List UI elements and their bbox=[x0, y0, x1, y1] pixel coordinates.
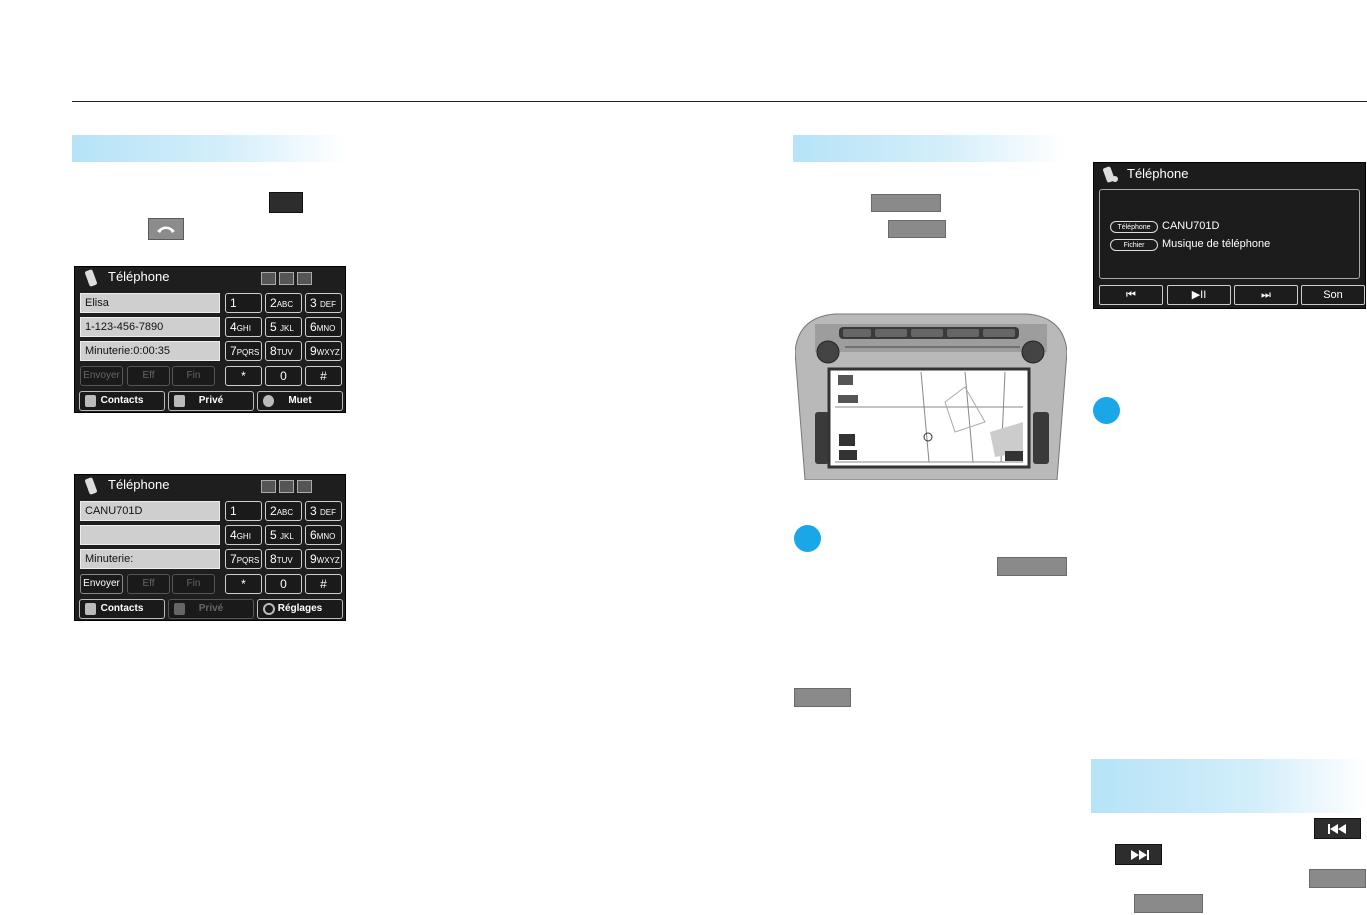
handset-icon bbox=[174, 603, 185, 615]
key-7[interactable]: 7PQRS bbox=[225, 549, 262, 569]
key-star[interactable]: * bbox=[225, 574, 262, 594]
timer-field: Minuterie: bbox=[80, 549, 220, 569]
contact-name-field: Elisa bbox=[80, 293, 220, 313]
screen-title: Téléphone bbox=[108, 269, 170, 284]
previous-track-button[interactable]: ⏮ bbox=[1099, 285, 1163, 305]
battery-icon bbox=[261, 272, 276, 285]
previous-track-icon bbox=[1327, 823, 1346, 834]
key-6[interactable]: 6MNO bbox=[305, 525, 342, 545]
key-star[interactable]: * bbox=[225, 366, 262, 386]
play-pause-button[interactable]: ▶II bbox=[1167, 285, 1231, 305]
media-info-panel: Téléphone CANU701D Fichier Musique de té… bbox=[1099, 189, 1360, 279]
section-band-left bbox=[72, 135, 347, 162]
hangup-icon bbox=[157, 226, 175, 233]
clear-button[interactable]: Eff bbox=[127, 366, 170, 386]
phone-media-screen: Téléphone Téléphone CANU701D Fichier Mus… bbox=[1093, 162, 1366, 309]
private-button[interactable]: Privé bbox=[168, 391, 254, 411]
send-button[interactable]: Envoyer bbox=[80, 366, 123, 386]
key-9[interactable]: 9WXYZ bbox=[305, 549, 342, 569]
battery-icon bbox=[261, 480, 276, 493]
call-status-icon bbox=[297, 272, 312, 285]
key-hash[interactable]: # bbox=[305, 366, 342, 386]
bluetooth-icon bbox=[297, 480, 312, 493]
hangup-button[interactable] bbox=[148, 218, 184, 240]
key-7[interactable]: 7PQRS bbox=[225, 341, 262, 361]
key-5[interactable]: 5 JKL bbox=[265, 317, 302, 337]
phone-music-icon bbox=[1103, 166, 1118, 183]
timer-value: 0:00:35 bbox=[133, 345, 170, 357]
timer-label: Minuterie: bbox=[85, 345, 134, 357]
key-0[interactable]: 0 bbox=[265, 366, 302, 386]
file-name: Musique de téléphone bbox=[1162, 238, 1271, 250]
phone-icon bbox=[85, 477, 97, 495]
phone-dialer-idle: Téléphone CANU701D Minuterie: 1 2ABC 3 D… bbox=[74, 474, 346, 621]
media-title: Téléphone bbox=[1127, 166, 1189, 181]
key-3[interactable]: 3 DEF bbox=[305, 501, 342, 521]
phone-number-field: 1-123-456-7890 bbox=[80, 317, 220, 337]
gray-key-2[interactable] bbox=[888, 220, 946, 238]
section-band-middle bbox=[793, 135, 1065, 162]
file-pill: Fichier bbox=[1110, 239, 1158, 251]
clear-button[interactable]: Eff bbox=[127, 574, 170, 594]
key-2[interactable]: 2ABC bbox=[265, 501, 302, 521]
screen-title: Téléphone bbox=[108, 477, 170, 492]
end-call-key[interactable] bbox=[269, 192, 303, 213]
phone-icon bbox=[85, 269, 97, 287]
title-bar: Téléphone bbox=[75, 267, 345, 289]
contacts-icon bbox=[85, 603, 96, 615]
gray-key-3[interactable] bbox=[997, 557, 1067, 576]
key-5[interactable]: 5 JKL bbox=[265, 525, 302, 545]
contacts-button[interactable]: Contacts bbox=[79, 391, 165, 411]
key-2[interactable]: 2ABC bbox=[265, 293, 302, 313]
key-1[interactable]: 1 bbox=[225, 293, 262, 313]
phone-number-field bbox=[80, 525, 220, 545]
key-3[interactable]: 3 DEF bbox=[305, 293, 342, 313]
contacts-icon bbox=[85, 395, 96, 407]
section-band-right bbox=[1091, 759, 1367, 813]
key-8[interactable]: 8TUV bbox=[265, 549, 302, 569]
prev-track-key[interactable] bbox=[1314, 818, 1361, 839]
send-button[interactable]: Envoyer bbox=[80, 574, 123, 594]
step-marker-2 bbox=[1093, 397, 1120, 424]
gear-icon bbox=[263, 603, 275, 615]
contact-name-field: CANU701D bbox=[80, 501, 220, 521]
header-rule bbox=[72, 101, 1367, 102]
timer-label: Minuterie: bbox=[85, 553, 134, 565]
gray-key-4[interactable] bbox=[794, 688, 851, 707]
key-hash[interactable]: # bbox=[305, 574, 342, 594]
next-track-button[interactable]: ⏭ bbox=[1234, 285, 1298, 305]
key-4[interactable]: 4GHI bbox=[225, 525, 262, 545]
settings-button[interactable]: Réglages bbox=[257, 599, 343, 619]
head-unit-graphic bbox=[794, 313, 1068, 481]
source-pill: Téléphone bbox=[1110, 221, 1158, 233]
head-unit-illustration bbox=[794, 312, 1068, 481]
mute-button[interactable]: Muet bbox=[257, 391, 343, 411]
signal-icon bbox=[279, 272, 294, 285]
key-4[interactable]: 4GHI bbox=[225, 317, 262, 337]
title-bar: Téléphone bbox=[75, 475, 345, 497]
timer-field: Minuterie:0:00:35 bbox=[80, 341, 220, 361]
key-0[interactable]: 0 bbox=[265, 574, 302, 594]
handset-icon bbox=[174, 395, 185, 407]
key-6[interactable]: 6MNO bbox=[305, 317, 342, 337]
next-track-key[interactable] bbox=[1115, 844, 1162, 865]
signal-icon bbox=[279, 480, 294, 493]
sound-button[interactable]: Son bbox=[1301, 285, 1365, 305]
end-button[interactable]: Fin bbox=[172, 366, 215, 386]
mute-icon bbox=[263, 395, 274, 407]
key-9[interactable]: 9WXYZ bbox=[305, 341, 342, 361]
next-track-icon bbox=[1130, 849, 1149, 860]
phone-dialer-call: Téléphone Elisa 1-123-456-7890 Minuterie… bbox=[74, 266, 346, 413]
key-8[interactable]: 8TUV bbox=[265, 341, 302, 361]
end-button[interactable]: Fin bbox=[172, 574, 215, 594]
device-name: CANU701D bbox=[1162, 220, 1220, 232]
gray-key-5[interactable] bbox=[1309, 869, 1366, 888]
private-button[interactable]: Privé bbox=[168, 599, 254, 619]
key-1[interactable]: 1 bbox=[225, 501, 262, 521]
step-marker-1 bbox=[794, 525, 821, 552]
gray-key-1[interactable] bbox=[871, 194, 941, 212]
gray-key-6[interactable] bbox=[1134, 894, 1203, 913]
contacts-button[interactable]: Contacts bbox=[79, 599, 165, 619]
